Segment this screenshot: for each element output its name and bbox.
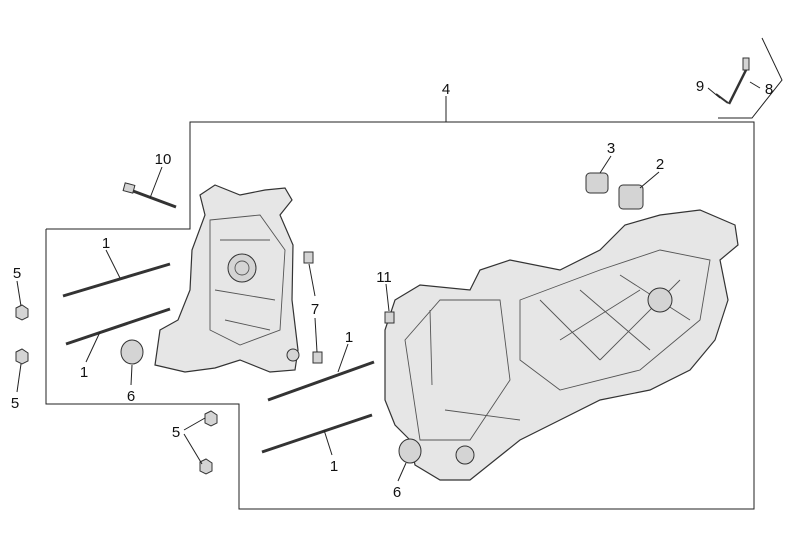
stud-bolts xyxy=(62,262,375,454)
callout-1: 1 xyxy=(345,329,353,346)
callout-9: 9 xyxy=(696,78,704,95)
callout-8: 8 xyxy=(765,81,773,98)
callout-11: 11 xyxy=(376,269,392,286)
bushing-2 xyxy=(618,184,644,210)
callout-4: 4 xyxy=(442,81,450,98)
callout-6: 6 xyxy=(393,484,401,501)
dowel-7-top xyxy=(303,251,314,264)
callout-5: 5 xyxy=(172,424,180,441)
nuts-5 xyxy=(15,304,218,475)
dowel-7-bottom xyxy=(312,351,323,364)
leader-lines xyxy=(16,81,761,482)
callout-5: 5 xyxy=(11,395,19,412)
callout-10: 10 xyxy=(155,151,172,168)
callout-5: 5 xyxy=(13,265,21,282)
dipstick-8 xyxy=(715,37,783,119)
bolt-10 xyxy=(122,182,177,209)
left-crankcase-half xyxy=(154,184,300,373)
callout-3: 3 xyxy=(607,140,615,157)
callout-1: 1 xyxy=(330,458,338,475)
callout-7: 7 xyxy=(311,301,319,318)
right-crankcase-half xyxy=(384,209,739,481)
o-ring-9 xyxy=(715,93,729,104)
callout-1: 1 xyxy=(102,235,110,252)
bushing-6-right xyxy=(398,438,422,464)
callout-1: 1 xyxy=(80,364,88,381)
bushing-3 xyxy=(585,172,609,194)
callout-2: 2 xyxy=(656,156,664,173)
bushing-6-left xyxy=(120,339,144,365)
callout-6: 6 xyxy=(127,388,135,405)
assembly-outline xyxy=(45,121,755,510)
dowel-11 xyxy=(384,311,395,324)
